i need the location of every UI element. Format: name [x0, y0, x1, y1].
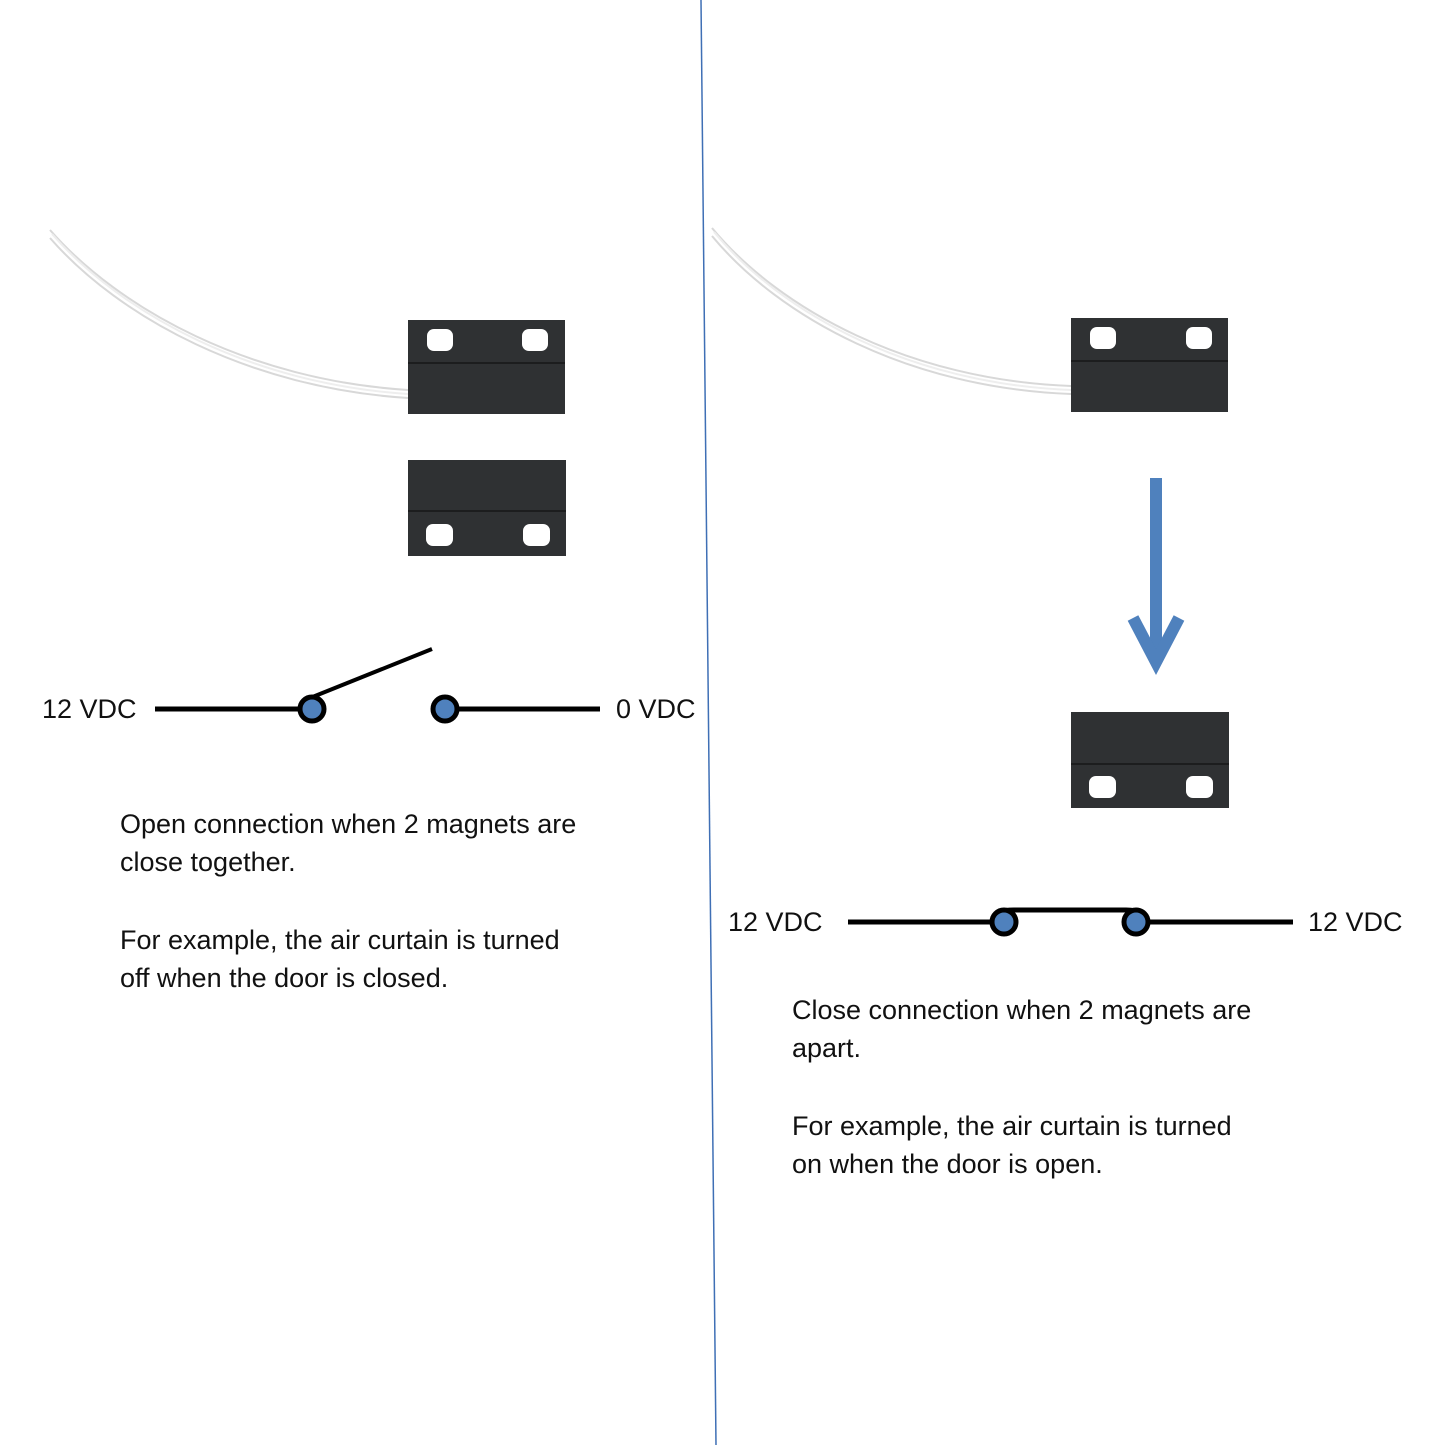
switch-symbol-closed — [848, 907, 1293, 937]
right-description-line-2: apart. — [792, 1033, 862, 1063]
arrow-down-icon — [1127, 478, 1185, 675]
switch-symbol-open — [155, 647, 600, 724]
switch-terminal — [430, 694, 460, 724]
left-description-line-2: close together. — [120, 847, 296, 877]
wire-right — [711, 227, 1072, 395]
left-description-line-1: Open connection when 2 magnets are — [120, 809, 577, 839]
panel-divider — [700, 0, 717, 1445]
switch-terminal — [1121, 907, 1151, 937]
voltage-label-left-output: 0 VDC — [616, 694, 696, 724]
magnet-sensor-left — [408, 320, 565, 414]
magnet-actuator-left — [408, 460, 566, 556]
right-example-line-2: on when the door is open. — [792, 1149, 1103, 1179]
voltage-label-right-output: 12 VDC — [1308, 907, 1403, 937]
wire-left — [49, 229, 409, 399]
switch-terminal — [297, 694, 327, 724]
left-example-line-2: off when the door is closed. — [120, 963, 449, 993]
right-description-line-1: Close connection when 2 magnets are — [792, 995, 1252, 1025]
switch-terminal — [989, 907, 1019, 937]
right-example-line-1: For example, the air curtain is turned — [792, 1111, 1232, 1141]
left-example-line-1: For example, the air curtain is turned — [120, 925, 560, 955]
voltage-label-right-input: 12 VDC — [728, 907, 823, 937]
magnet-sensor-right — [1071, 318, 1228, 412]
magnet-actuator-right — [1071, 712, 1229, 808]
voltage-label-left-input: 12 VDC — [42, 694, 137, 724]
